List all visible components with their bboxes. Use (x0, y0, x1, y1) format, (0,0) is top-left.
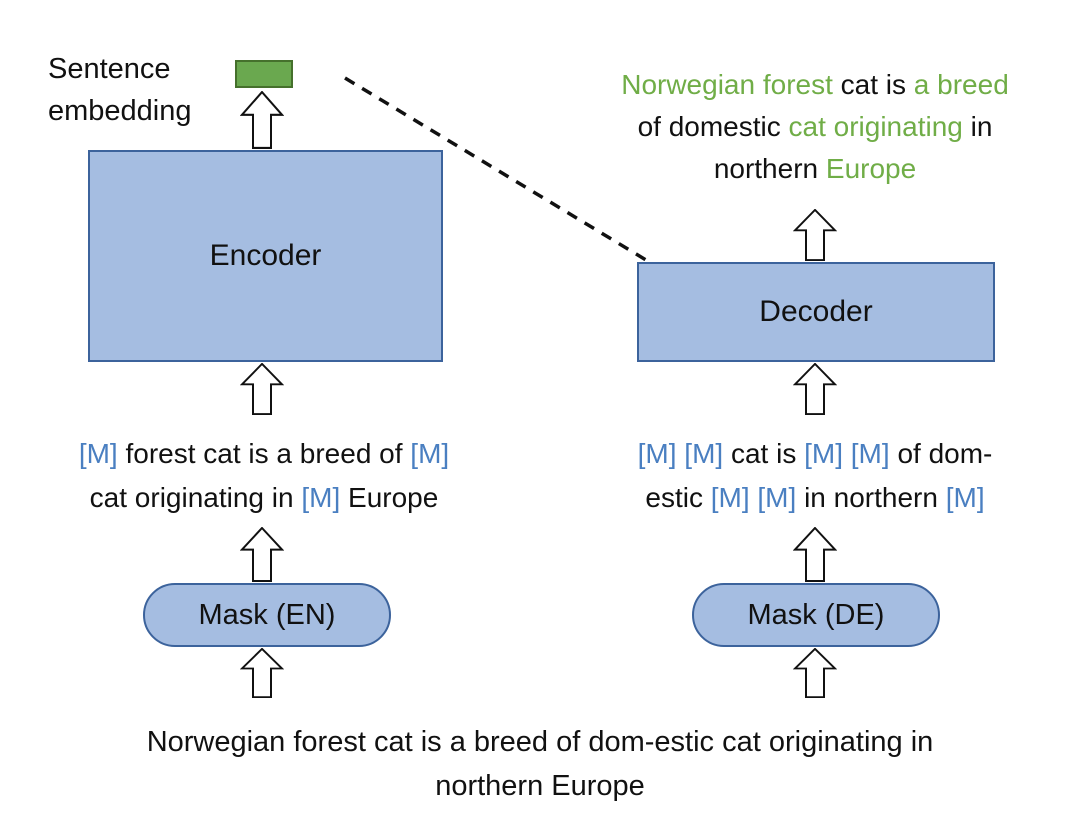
masked-input-en: [M] forest cat is a breed of [M] cat ori… (78, 438, 450, 513)
up-arrow-icon (793, 209, 837, 261)
up-arrow-icon (240, 648, 284, 698)
up-arrow-icon (240, 363, 284, 415)
mask-de-label: Mask (DE) (747, 598, 885, 631)
decoder-box: Decoder (637, 262, 995, 362)
sentence-embedding-label: Sentence embedding (48, 53, 192, 127)
encoder-box: Encoder (88, 150, 443, 362)
up-arrow-icon (240, 91, 284, 149)
up-arrow-icon (793, 527, 837, 582)
up-arrow-icon (240, 527, 284, 582)
masked-input-de: [M] [M] cat is [M] [M] of dom- estic [M]… (637, 438, 993, 513)
sentence-embedding-box (235, 60, 293, 88)
decoder-output-text: Norwegian forest cat is a breed of domes… (621, 69, 1009, 184)
source-sentence: Norwegian forest cat is a breed of dom-e… (146, 726, 934, 802)
mask-en-label: Mask (EN) (198, 598, 336, 631)
mask-de-pill: Mask (DE) (692, 583, 940, 647)
up-arrow-icon (793, 363, 837, 415)
encoder-label: Encoder (209, 239, 322, 272)
mask-en-pill: Mask (EN) (143, 583, 391, 647)
decoder-label: Decoder (759, 295, 873, 328)
up-arrow-icon (793, 648, 837, 698)
